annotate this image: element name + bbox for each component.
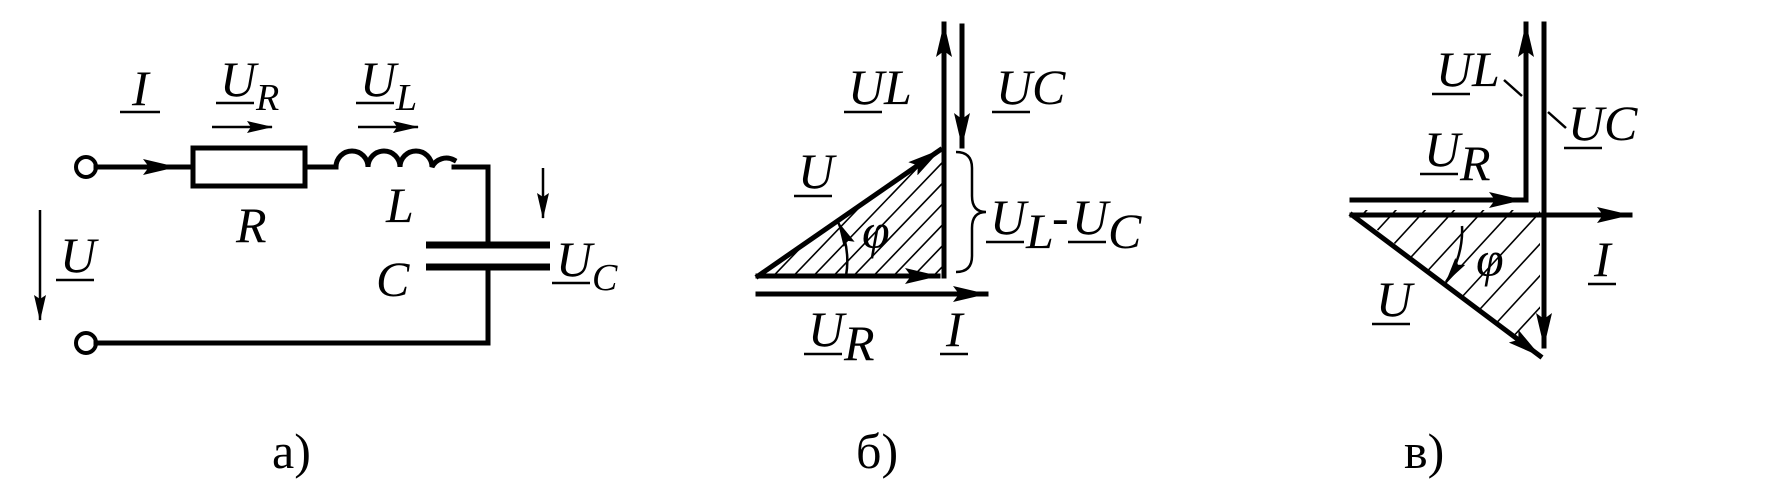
- ul-label: U: [848, 59, 887, 115]
- diff-dash: -: [1052, 189, 1069, 245]
- phi-arc: [1444, 225, 1466, 283]
- u-label: U: [798, 143, 837, 199]
- ur-label: U: [220, 51, 259, 107]
- resistor-symbol: [190, 145, 308, 189]
- input-terminal-top: [74, 155, 98, 179]
- capacitor-label: C: [376, 251, 410, 307]
- inductor-label: L: [385, 177, 414, 233]
- resistor-label: R: [235, 197, 267, 253]
- ul-label: U: [360, 51, 399, 107]
- uc-label: U: [556, 231, 595, 287]
- input-terminal-bottom: [74, 331, 98, 355]
- phasor-diagram-inductive: U L U C U φ U L - U C U R I б): [754, 21, 1142, 479]
- ul-subscript: L: [1471, 41, 1500, 97]
- diff-uc-label: U: [1072, 189, 1111, 245]
- current-label: I: [131, 60, 151, 116]
- difference-brace: [955, 150, 987, 274]
- ul-subscript: L: [395, 77, 417, 119]
- diff-ul-label: U: [990, 189, 1029, 245]
- uc-label: U: [996, 59, 1035, 115]
- voltage-label: U: [60, 227, 99, 283]
- uc-subscript: C: [592, 257, 618, 299]
- ur-subscript: R: [255, 77, 279, 119]
- hatched-voltage-triangle: [1352, 210, 1540, 341]
- u-vector: [1348, 211, 1544, 360]
- uc-subscript: C: [1604, 95, 1638, 151]
- current-label: I: [1593, 231, 1613, 287]
- uc-label: U: [1568, 95, 1607, 151]
- caption-b: б): [856, 423, 898, 479]
- phi-arc: [836, 221, 855, 277]
- u-vector: [754, 146, 944, 280]
- inductor-symbol: [333, 148, 458, 170]
- ur-label: U: [808, 301, 847, 357]
- circuit-panel: I U R U L R L C U U C а): [34, 51, 618, 479]
- phasor-diagram-capacitive: U L U C U R I φ U в): [1348, 21, 1638, 479]
- ul-subscript: L: [883, 59, 912, 115]
- diff-uc-subscript: C: [1108, 203, 1142, 259]
- caption-c: в): [1404, 423, 1444, 479]
- caption-a: а): [272, 423, 311, 479]
- ur-subscript: R: [1459, 135, 1491, 191]
- uc-subscript: C: [1032, 59, 1066, 115]
- ul-label: U: [1436, 41, 1475, 97]
- ur-subscript: R: [843, 315, 875, 371]
- ur-label: U: [1424, 121, 1463, 177]
- u-label: U: [1376, 271, 1415, 327]
- current-label: I: [945, 301, 965, 357]
- phi-label: φ: [1476, 231, 1504, 287]
- phi-label: φ: [862, 203, 890, 259]
- diff-ul-subscript: L: [1025, 203, 1054, 259]
